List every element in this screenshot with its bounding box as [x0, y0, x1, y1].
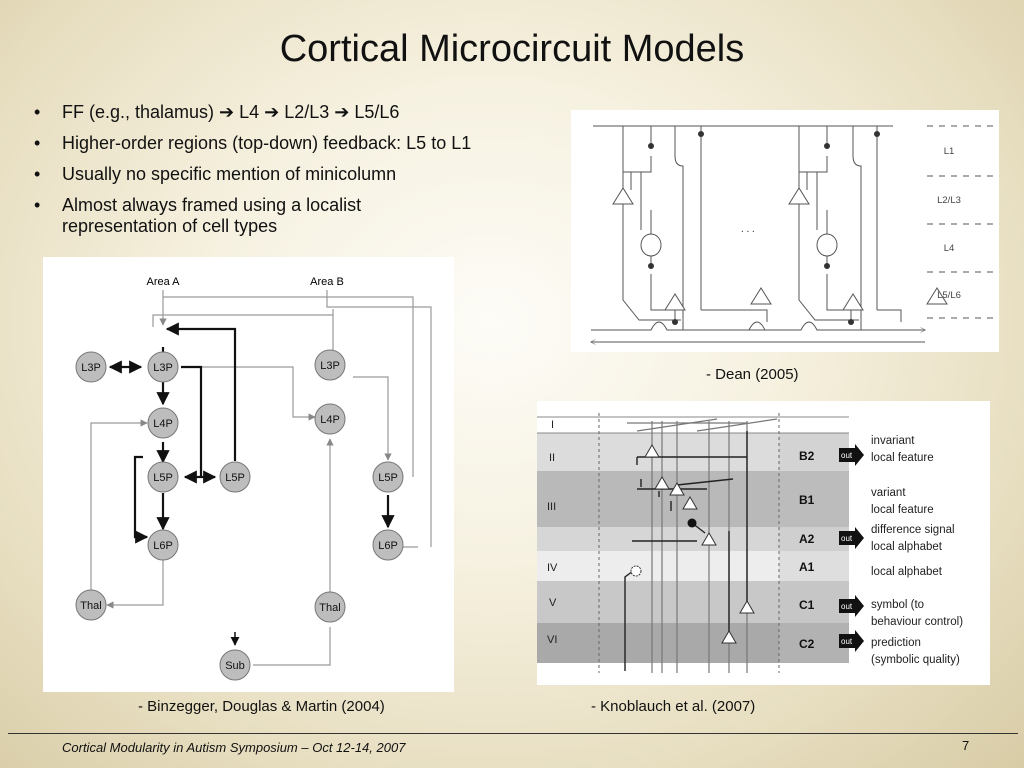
out-arrow-b2: out	[839, 444, 864, 466]
node-l3p-left: L3P	[75, 351, 107, 383]
svg-text:L5P: L5P	[225, 472, 245, 484]
out-arrow-a2: out	[839, 527, 864, 549]
svg-text:Thal: Thal	[319, 602, 340, 614]
node-l5p-b: L5P	[372, 461, 404, 493]
svg-text:L3P: L3P	[153, 362, 173, 374]
dean-figure: . . . L1 L2/L3 L4 L5/L6	[571, 110, 999, 352]
binzegger-caption: - Binzegger, Douglas & Martin (2004)	[138, 698, 385, 715]
binzegger-figure: Area A Area B	[43, 257, 454, 692]
desc-b2-1: invariant	[871, 435, 915, 447]
code-b2: B2	[799, 449, 815, 463]
desc-b2-2: local feature	[871, 452, 934, 464]
desc-c2-1: prediction	[871, 637, 921, 649]
dean-layer-l4: L4	[944, 243, 955, 254]
code-c1: C1	[799, 598, 815, 612]
dean-layer-l5l6: L5/L6	[937, 290, 961, 301]
node-sub: Sub	[219, 649, 251, 681]
dean-layer-l1: L1	[944, 146, 955, 157]
desc-c2-2: (symbolic quality)	[871, 654, 960, 666]
dean-caption: - Dean (2005)	[706, 366, 799, 383]
code-c2: C2	[799, 637, 815, 651]
layer-label-vi: VI	[547, 634, 557, 646]
node-thal-a: Thal	[75, 589, 107, 621]
knoblauch-diagram: I II III IV V VI	[537, 413, 963, 673]
bullet-item: Usually no specific mention of minicolum…	[34, 164, 544, 185]
node-l6p-a: L6P	[147, 529, 179, 561]
node-l5p-a: L5P	[147, 461, 179, 493]
svg-text:L4P: L4P	[320, 414, 340, 426]
svg-text:L4P: L4P	[153, 418, 173, 430]
code-a2: A2	[799, 532, 815, 546]
svg-text:out: out	[841, 534, 853, 543]
area-a-label: Area A	[146, 276, 180, 288]
bullet-list: FF (e.g., thalamus) ➔ L4 ➔ L2/L3 ➔ L5/L6…	[34, 102, 544, 247]
slide-title: Cortical Microcircuit Models	[279, 28, 745, 70]
binzegger-diagram: Area A Area B	[75, 276, 432, 681]
bullet-item: Almost always framed using a localist re…	[34, 195, 402, 237]
page-number: 7	[962, 738, 970, 753]
desc-c1-1: symbol (to	[871, 599, 924, 611]
svg-text:out: out	[841, 602, 853, 611]
out-arrow-c2: out	[839, 630, 864, 652]
layer-label-iv: IV	[547, 562, 558, 574]
layer-label-iii: III	[547, 501, 556, 513]
svg-text:L5P: L5P	[153, 472, 173, 484]
bullet-item: FF (e.g., thalamus) ➔ L4 ➔ L2/L3 ➔ L5/L6	[34, 102, 544, 123]
layer-label-ii: II	[549, 452, 555, 464]
code-b1: B1	[799, 493, 815, 507]
node-l3p-a: L3P	[147, 351, 179, 383]
svg-text:out: out	[841, 451, 853, 460]
dean-diagram: . . . L1 L2/L3 L4 L5/L6	[571, 125, 997, 352]
area-b-label: Area B	[310, 276, 344, 288]
svg-text:L6P: L6P	[153, 540, 173, 552]
desc-a2-2: local alphabet	[871, 541, 943, 553]
layer-label-i: I	[551, 419, 554, 431]
node-l3p-b: L3P	[314, 349, 346, 381]
svg-text:L5P: L5P	[378, 472, 398, 484]
dean-ellipsis: . . .	[741, 223, 755, 235]
footer-text: Cortical Modularity in Autism Symposium …	[62, 740, 406, 755]
svg-text:Sub: Sub	[225, 660, 245, 672]
code-a1: A1	[799, 560, 815, 574]
bullet-item: Higher-order regions (top-down) feedback…	[34, 133, 544, 154]
knoblauch-caption: - Knoblauch et al. (2007)	[591, 698, 756, 715]
knoblauch-figure: I II III IV V VI	[537, 401, 990, 685]
svg-text:L3P: L3P	[320, 360, 340, 372]
node-thal-b: Thal	[314, 591, 346, 623]
node-l4p-b: L4P	[314, 403, 346, 435]
layer-label-v: V	[549, 597, 557, 609]
node-l4p-a: L4P	[147, 407, 179, 439]
dean-layer-l2l3: L2/L3	[937, 195, 961, 206]
desc-b1-1: variant	[871, 487, 906, 499]
svg-text:out: out	[841, 637, 853, 646]
node-l6p-b: L6P	[372, 529, 404, 561]
svg-text:Thal: Thal	[80, 600, 101, 612]
svg-text:L6P: L6P	[378, 540, 398, 552]
svg-text:L3P: L3P	[81, 362, 101, 374]
desc-a1-1: local alphabet	[871, 566, 943, 578]
desc-b1-2: local feature	[871, 504, 934, 516]
desc-c1-2: behaviour control)	[871, 616, 963, 628]
node-l5p-a2: L5P	[219, 461, 251, 493]
desc-a2-1: difference signal	[871, 524, 955, 536]
footer-divider	[8, 733, 1018, 734]
out-arrow-c1: out	[839, 595, 864, 617]
